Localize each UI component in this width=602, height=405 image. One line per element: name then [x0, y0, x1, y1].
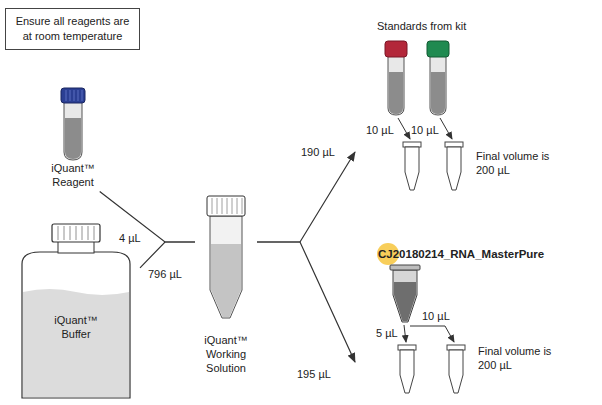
assay-tube-rim	[398, 345, 416, 350]
transfer-arrow	[410, 326, 454, 342]
sample-tube	[393, 270, 417, 322]
buffer-bottle-node: iQuant™ Buffer	[15, 222, 140, 400]
node-text: CJ20180214_RNA_MasterPure	[378, 247, 588, 261]
sample-liquid	[394, 282, 416, 321]
node-text: 5 µL	[376, 327, 401, 341]
transfer-arrow	[404, 325, 406, 342]
node-text: Final volume is 200 µL	[478, 345, 558, 373]
red-cap	[385, 41, 407, 57]
conical-tube	[207, 196, 245, 318]
node-text: iQuant™ Working Solution	[195, 334, 257, 375]
reagent-tube-node: iQuant™ Reagent	[30, 86, 116, 192]
volume-label: 796 µL	[147, 268, 183, 281]
cap-ridges	[66, 90, 82, 101]
cap-ridges	[212, 198, 242, 214]
assay-tube-rim	[447, 345, 465, 350]
sample-lid	[390, 265, 420, 270]
green-cap	[427, 41, 449, 57]
transfer-arrow	[398, 118, 410, 139]
cap-ridges	[58, 226, 94, 240]
tube-cap	[207, 196, 245, 216]
tube-liquid	[211, 244, 241, 317]
node-text: Final volume is 200 µL	[476, 150, 556, 178]
standard-tubes	[385, 41, 463, 190]
bottle-neck	[58, 241, 94, 253]
blue-cap	[61, 88, 85, 103]
buffer-bottle	[22, 224, 130, 398]
working-solution-node: iQuant™ Working Solution	[195, 194, 257, 384]
volume-label: 190 µL	[300, 146, 336, 159]
assay-tube-rim	[403, 142, 421, 147]
assay-tube	[449, 350, 463, 393]
connector	[257, 242, 355, 362]
tube-body	[430, 56, 446, 115]
tube-liquid	[389, 72, 403, 114]
tube-body	[388, 56, 404, 115]
volume-label: 195 µL	[296, 368, 332, 381]
bottle-body	[22, 252, 130, 398]
tube-liquid	[431, 72, 445, 114]
standards-group: Standards from kit 10 µL 10 µL Final volume…	[355, 12, 600, 202]
transfer-arrow	[440, 118, 452, 139]
sample-tubes	[377, 243, 465, 393]
node-text: 10 µL	[422, 310, 454, 324]
assay-tube-rim	[445, 142, 463, 147]
connector	[140, 242, 195, 268]
node-text: Standards from kit	[377, 20, 527, 34]
node-text: 10 µL	[366, 124, 396, 138]
reagent-tube	[61, 88, 85, 160]
bottle-cap	[52, 224, 100, 242]
node-text: 10 µL	[411, 124, 441, 138]
tube-liquid	[65, 118, 81, 159]
assay-tube	[405, 147, 419, 190]
note-box: Ensure all reagents are at room temperat…	[5, 8, 140, 50]
connector	[257, 152, 355, 242]
sample-group: CJ20180214_RNA_MasterPure 5 µL 10 µL Final …	[355, 235, 600, 400]
volume-label: 4 µL	[118, 232, 142, 245]
node-text: iQuant™ Buffer	[46, 314, 106, 342]
connector	[100, 192, 195, 243]
tube-body	[64, 102, 82, 160]
bottle-liquid	[23, 289, 129, 397]
assay-tube	[400, 350, 414, 393]
tube-body	[210, 216, 242, 318]
assay-tube	[447, 147, 461, 190]
node-text: Ensure all reagents are at room temperat…	[12, 14, 133, 44]
node-text: iQuant™ Reagent	[43, 162, 103, 190]
